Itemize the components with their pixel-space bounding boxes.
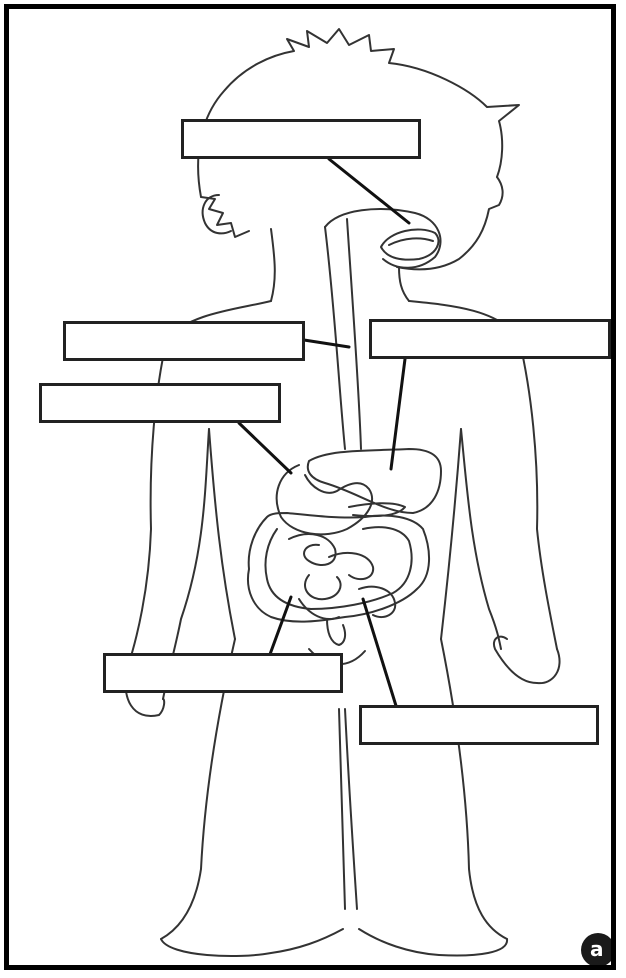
neck-right (399, 267, 409, 301)
pointer-large-intestine (363, 599, 397, 709)
right-foot (359, 929, 507, 955)
label-box-liver[interactable] (369, 319, 611, 359)
ear (203, 195, 231, 233)
label-box-mouth[interactable] (181, 119, 421, 159)
neck-left (271, 229, 275, 301)
large-intestine (248, 513, 429, 622)
hair (198, 29, 519, 197)
stomach-outline (277, 465, 372, 534)
label-box-large-intestine[interactable] (359, 705, 599, 745)
torso-left (209, 429, 235, 639)
large-intestine-inner (265, 527, 411, 609)
esophagus-left (325, 227, 345, 449)
pointer-small-intestine (269, 597, 291, 657)
right-leg-inner (345, 709, 357, 909)
label-box-esophagus[interactable] (63, 321, 305, 361)
pointer-mouth (329, 159, 409, 223)
worksheet-frame: a (4, 4, 616, 970)
left-leg-inner (339, 709, 345, 909)
label-box-stomach[interactable] (39, 383, 281, 423)
right-arm (519, 339, 557, 649)
right-leg-outer (441, 639, 507, 939)
hair-fringe (201, 197, 249, 237)
teeth-line (389, 238, 433, 245)
esophagus-right (347, 219, 361, 449)
head-outline (397, 177, 503, 269)
pointer-liver (391, 359, 405, 469)
left-foot (161, 929, 343, 956)
appendix-rectum (327, 619, 345, 645)
right-hand (494, 637, 560, 684)
page-badge: a (581, 933, 615, 967)
right-arm-inner (461, 429, 501, 649)
pointer-esophagus (304, 340, 349, 347)
label-box-small-intestine[interactable] (103, 653, 343, 693)
torso-right (441, 429, 461, 639)
pointer-stomach (239, 423, 291, 473)
